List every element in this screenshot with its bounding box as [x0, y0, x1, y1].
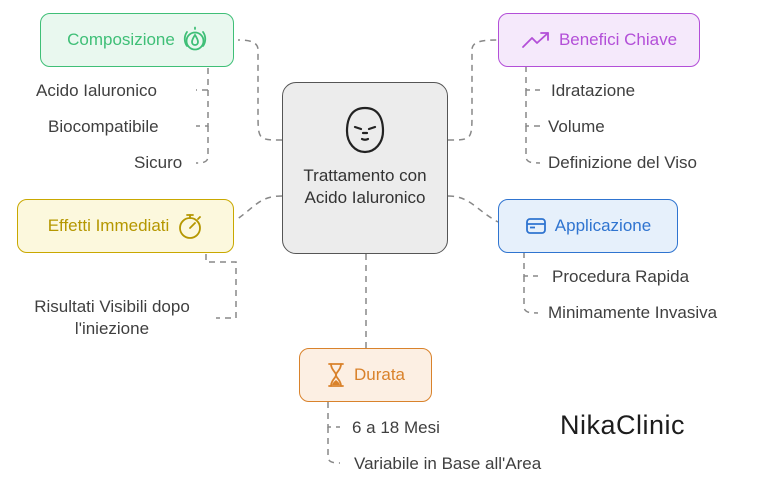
- connector-leaf-procedura: [523, 252, 538, 277]
- central-topic-title: Trattamento con Acido Ialuronico: [303, 166, 427, 207]
- leaf-idratazione: Idratazione: [551, 81, 636, 100]
- connector-effetti: [235, 195, 283, 221]
- leaf-acido-ialuronico: Acido Ialuronico: [36, 81, 157, 100]
- hourglass-icon: [326, 362, 346, 388]
- branch-composizione-label: Composizione: [67, 30, 175, 49]
- branch-applicazione: Applicazione: [498, 199, 678, 253]
- branch-composizione: Composizione: [40, 13, 234, 67]
- browser-window-icon: [525, 217, 547, 235]
- central-topic-node: Trattamento con Acido Ialuronico: [282, 82, 448, 254]
- trending-up-icon: [521, 30, 551, 50]
- leaf-risultati-visibili-text: Risultati Visibili dopo l'iniezione: [34, 297, 190, 338]
- connector-leaf-definizione: [525, 126, 541, 164]
- connector-leaf-variabile: [327, 427, 341, 464]
- leaf-sicuro: Sicuro: [134, 153, 183, 172]
- stopwatch-icon: [177, 212, 203, 240]
- branch-benefici-chiave-label: Benefici Chiave: [558, 30, 678, 49]
- connector-applicazione: [447, 195, 499, 223]
- connector-leaf-risultati: [205, 254, 237, 319]
- connector-leaf-sicuro: [195, 126, 209, 164]
- leaf-risultati-visibili: Risultati Visibili dopo l'iniezione: [18, 296, 206, 340]
- connector-leaf-mesi: [327, 402, 340, 428]
- connector-leaf-biocompatibile: [196, 90, 209, 127]
- connector-composizione: [237, 39, 283, 141]
- leaf-procedura-rapida: Procedura Rapida: [552, 267, 690, 286]
- connector-leaf-idratazione: [525, 66, 540, 91]
- leaf-variabile-in-base: Variabile in Base all'Area: [354, 454, 542, 473]
- leaf-volume: Volume: [548, 117, 605, 136]
- brand-name: NikaClinic: [560, 410, 686, 440]
- branch-effetti-immediati-label: Effetti Immediati: [47, 216, 170, 235]
- branch-effetti-immediati: Effetti Immediati: [17, 199, 234, 253]
- branch-durata-label: Durata: [353, 365, 406, 384]
- leaf-definizione-del-viso: Definizione del Viso: [548, 153, 697, 172]
- leaf-6-a-18-mesi: 6 a 18 Mesi: [352, 418, 440, 437]
- connector-leaf-acido: [196, 68, 209, 91]
- connector-leaf-volume: [525, 90, 540, 127]
- water-drop-icon: [183, 26, 207, 54]
- nikaclinic-logo: NikaClinic: [560, 410, 685, 441]
- leaf-minimamente-invasiva: Minimamente Invasiva: [548, 303, 718, 322]
- branch-durata: Durata: [299, 348, 432, 402]
- connector-benefici: [447, 39, 499, 141]
- leaf-biocompatibile: Biocompatibile: [48, 117, 159, 136]
- connector-leaf-minimamente: [523, 276, 539, 314]
- branch-benefici-chiave: Benefici Chiave: [498, 13, 700, 67]
- face-mask-icon: [345, 106, 385, 154]
- branch-applicazione-label: Applicazione: [554, 216, 652, 235]
